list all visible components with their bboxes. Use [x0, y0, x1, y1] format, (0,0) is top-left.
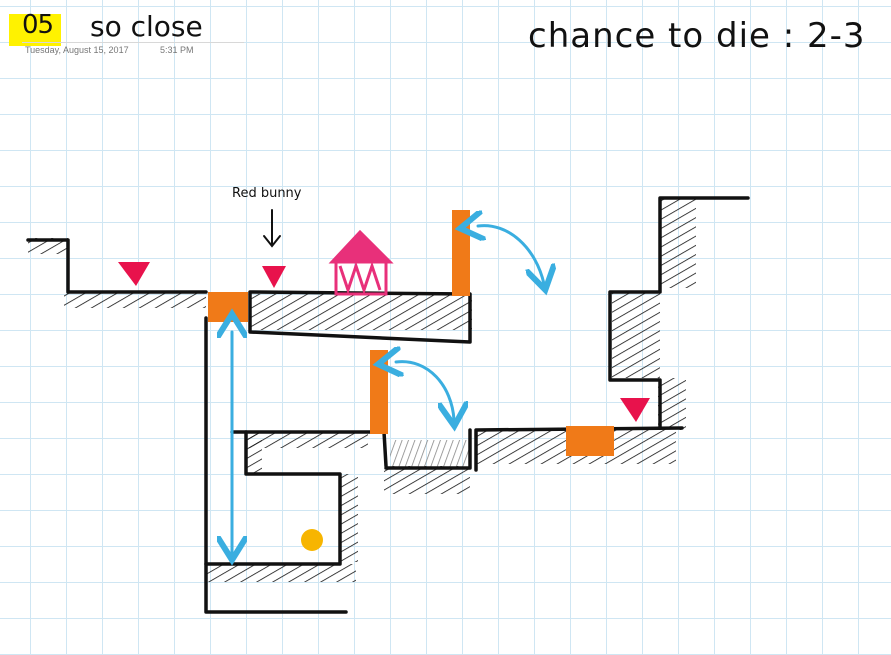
title-underline: [22, 42, 244, 43]
page-number-highlight: [9, 14, 61, 46]
spike-icon: [620, 398, 650, 422]
page-header: 05 so close Tuesday, August 15, 2017 5:3…: [0, 0, 891, 60]
house-icon: [328, 229, 394, 296]
page-title[interactable]: so close: [90, 10, 203, 43]
down-arrow-icon: [263, 209, 281, 248]
coin-icon: [301, 529, 323, 551]
page-time: 5:31 PM: [160, 45, 194, 55]
ground-hatching: [28, 198, 696, 582]
page-number: 05: [22, 10, 54, 40]
level-outline: [26, 196, 750, 614]
page-date: Tuesday, August 15, 2017: [25, 45, 129, 55]
curved-arrow-icon: [396, 362, 454, 420]
red-bunny-label: Red bunny: [232, 186, 302, 201]
spike-icon: [118, 262, 150, 286]
spike-icon: [262, 266, 286, 288]
chance-to-die-note: chance to die : 2-3: [528, 16, 866, 56]
curved-arrow-icon: [478, 226, 544, 284]
